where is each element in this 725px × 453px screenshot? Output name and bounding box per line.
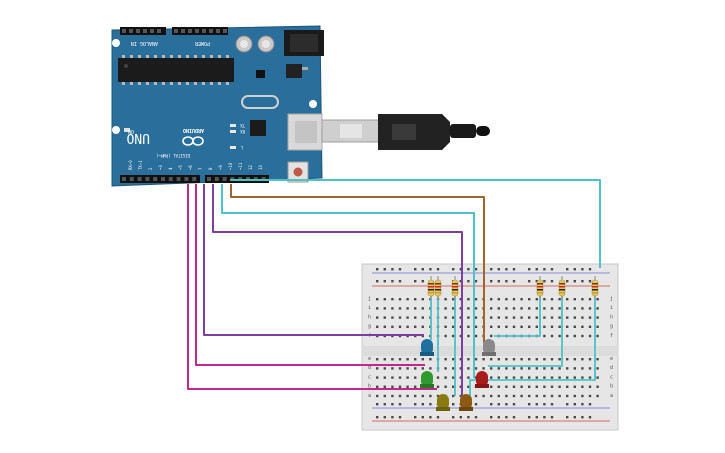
row-letter: h bbox=[610, 314, 613, 320]
tx-label: TX bbox=[240, 123, 245, 128]
digital-pin-labels: 13 12 ~11 ~10 ~9 8 7 ~6 ~5 4 ~3 2 TX→1 RX←0 bbox=[128, 160, 263, 170]
wire-pin7-magenta[interactable] bbox=[187, 184, 437, 390]
l-label: L bbox=[240, 145, 243, 150]
uno-label: UNO bbox=[126, 130, 150, 145]
wire-pin9-purple[interactable] bbox=[203, 184, 424, 336]
led-blue[interactable] bbox=[420, 339, 434, 356]
wire-pin8-magenta[interactable] bbox=[195, 184, 425, 366]
breadboard-jumpers bbox=[430, 296, 596, 396]
arduino-board[interactable]: ANALOG IN POWER ON TX RX L bbox=[111, 25, 324, 187]
pin-label: RX←0 bbox=[128, 160, 133, 170]
on-label: ON bbox=[128, 128, 134, 134]
l-led bbox=[230, 146, 236, 149]
row-letter: a bbox=[610, 393, 613, 399]
smd-chip bbox=[256, 70, 265, 78]
digital-header-low bbox=[120, 175, 200, 183]
led-orange[interactable] bbox=[459, 394, 473, 411]
led-green[interactable] bbox=[420, 371, 434, 388]
row-letter: a bbox=[368, 393, 371, 399]
row-letter: b bbox=[610, 384, 613, 390]
resistor[interactable] bbox=[434, 276, 442, 300]
resistor[interactable] bbox=[591, 276, 599, 300]
row-letter: j bbox=[610, 296, 613, 302]
row-letter: e bbox=[610, 356, 613, 362]
row-letter: j bbox=[368, 296, 371, 302]
row-letter: h bbox=[368, 314, 371, 320]
on-led bbox=[124, 128, 130, 132]
pin-label: ~11 bbox=[238, 162, 243, 170]
mounting-hole bbox=[112, 39, 120, 47]
row-letter: c bbox=[610, 374, 613, 380]
wire-pin11-teal[interactable] bbox=[221, 184, 475, 378]
analog-in-label: ANALOG IN bbox=[131, 40, 158, 46]
rx-led bbox=[230, 130, 236, 133]
row-letter: d bbox=[610, 365, 613, 371]
resistor[interactable] bbox=[427, 276, 435, 300]
row-letter: i bbox=[610, 305, 613, 311]
power-label: POWER bbox=[194, 40, 210, 46]
arduino-logo-icon bbox=[182, 136, 204, 146]
resistor[interactable] bbox=[536, 276, 544, 300]
wire-pin12-brown[interactable] bbox=[230, 184, 485, 343]
row-letter: g bbox=[610, 324, 613, 330]
row-letter: i bbox=[368, 305, 371, 311]
usb-cable[interactable] bbox=[321, 114, 490, 150]
leds[interactable] bbox=[420, 339, 496, 411]
mounting-hole bbox=[112, 126, 120, 134]
pin-label: 7 bbox=[198, 167, 203, 170]
mounting-hole bbox=[309, 100, 317, 108]
power-header bbox=[172, 27, 228, 35]
pin-label: ~3 bbox=[158, 165, 163, 170]
usb-cable-strain bbox=[450, 124, 476, 138]
pin-label: ~10 bbox=[228, 162, 233, 170]
pin-label: 4 bbox=[168, 167, 173, 170]
pin-label: ~6 bbox=[188, 165, 193, 170]
row-letter: c bbox=[368, 374, 371, 380]
crystal bbox=[241, 95, 279, 109]
usb-chip bbox=[250, 120, 266, 136]
pin-label: 2 bbox=[148, 167, 153, 170]
resistor[interactable] bbox=[558, 276, 566, 300]
resistor[interactable] bbox=[451, 276, 459, 300]
arduino-brand: ARDUINO bbox=[183, 127, 204, 133]
wire-gnd-teal[interactable] bbox=[230, 179, 601, 268]
tx-led bbox=[230, 124, 236, 127]
rx-label: RX bbox=[240, 129, 245, 134]
pin-label: ~5 bbox=[178, 165, 183, 170]
led-red[interactable] bbox=[475, 371, 489, 388]
pin-label: 8 bbox=[208, 167, 213, 170]
pin-label: 12 bbox=[248, 165, 253, 170]
led-gray[interactable] bbox=[482, 339, 496, 356]
row-letter: e bbox=[368, 356, 371, 362]
row-letter: d bbox=[368, 365, 371, 371]
wire-pin10-purple[interactable] bbox=[212, 184, 463, 400]
resistors bbox=[427, 276, 599, 300]
led-yellow[interactable] bbox=[436, 394, 450, 411]
pin-label: ~9 bbox=[218, 165, 223, 170]
row-letter: g bbox=[368, 324, 371, 330]
row-letter: f bbox=[610, 333, 613, 339]
voltage-regulator bbox=[286, 64, 302, 78]
pin-label: TX→1 bbox=[138, 160, 143, 170]
pin-label: 13 bbox=[258, 165, 263, 170]
row-letter: b bbox=[368, 384, 371, 390]
digital-pwm-label: DIGITAL (PWM~) bbox=[156, 153, 190, 158]
atmega-chip bbox=[118, 58, 234, 82]
